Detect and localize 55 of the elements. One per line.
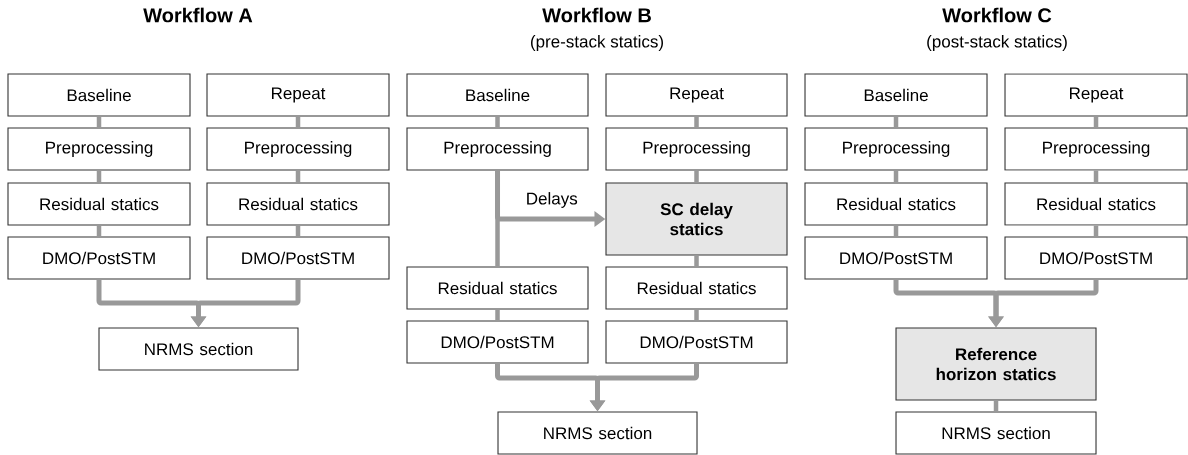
- process-box: Residual statics: [804, 182, 988, 226]
- connector: [694, 255, 699, 267]
- workflow-title: Workflow C: [942, 7, 1052, 23]
- process-box: Preprocessing: [206, 127, 390, 171]
- process-box: Residual statics: [206, 182, 390, 226]
- process-box: Residual statics: [7, 182, 191, 226]
- connector: [1093, 170, 1099, 183]
- connector: [1093, 225, 1099, 237]
- process-box: DMO/PostSTM: [1004, 236, 1188, 280]
- process-box: Baseline: [7, 73, 191, 117]
- process-box: Residual statics: [1004, 182, 1188, 226]
- process-box: DMO/PostSTM: [7, 236, 191, 280]
- process-box: SC delay statics: [605, 182, 788, 256]
- edge-label: Delays: [523, 190, 580, 210]
- connector: [96, 116, 102, 128]
- process-box: Repeat: [605, 73, 788, 117]
- connector: [96, 225, 102, 237]
- connector: [495, 309, 500, 321]
- workflow-subtitle: (post-stack statics): [927, 35, 1067, 51]
- connector: [96, 170, 102, 183]
- process-box: Baseline: [804, 73, 988, 117]
- connector: [495, 116, 500, 128]
- connector: [295, 116, 301, 128]
- process-box: Preprocessing: [7, 127, 191, 171]
- process-box: Preprocessing: [406, 127, 589, 171]
- process-box: Repeat: [1004, 73, 1188, 117]
- process-box: NRMS section: [895, 411, 1097, 455]
- process-box: Residual statics: [605, 266, 788, 310]
- process-box: NRMS section: [497, 411, 698, 455]
- connector: [893, 170, 899, 183]
- process-box: DMO/PostSTM: [206, 236, 390, 280]
- connector: [295, 170, 301, 183]
- process-box: DMO/PostSTM: [605, 320, 788, 364]
- process-box: Reference horizon statics: [895, 327, 1097, 401]
- workflow-title: Workflow B: [542, 7, 651, 23]
- connector: [993, 400, 999, 412]
- connector: [893, 225, 899, 237]
- connector: [893, 116, 899, 128]
- process-box: Preprocessing: [804, 127, 988, 171]
- connector: [1093, 116, 1099, 128]
- connector: [694, 309, 699, 321]
- connector: [694, 116, 699, 128]
- process-box: DMO/PostSTM: [406, 320, 589, 364]
- workflow-title: Workflow A: [143, 7, 253, 23]
- process-box: NRMS section: [98, 327, 299, 371]
- process-box: Residual statics: [406, 266, 589, 310]
- workflow-subtitle: (pre-stack statics): [531, 35, 663, 51]
- process-box: Repeat: [206, 73, 390, 117]
- process-box: Preprocessing: [1004, 127, 1188, 171]
- process-box: Baseline: [406, 73, 589, 117]
- process-box: DMO/PostSTM: [804, 236, 988, 280]
- connector: [495, 170, 500, 267]
- connector: [694, 170, 699, 183]
- connector: [295, 225, 301, 237]
- process-box: Preprocessing: [605, 127, 788, 171]
